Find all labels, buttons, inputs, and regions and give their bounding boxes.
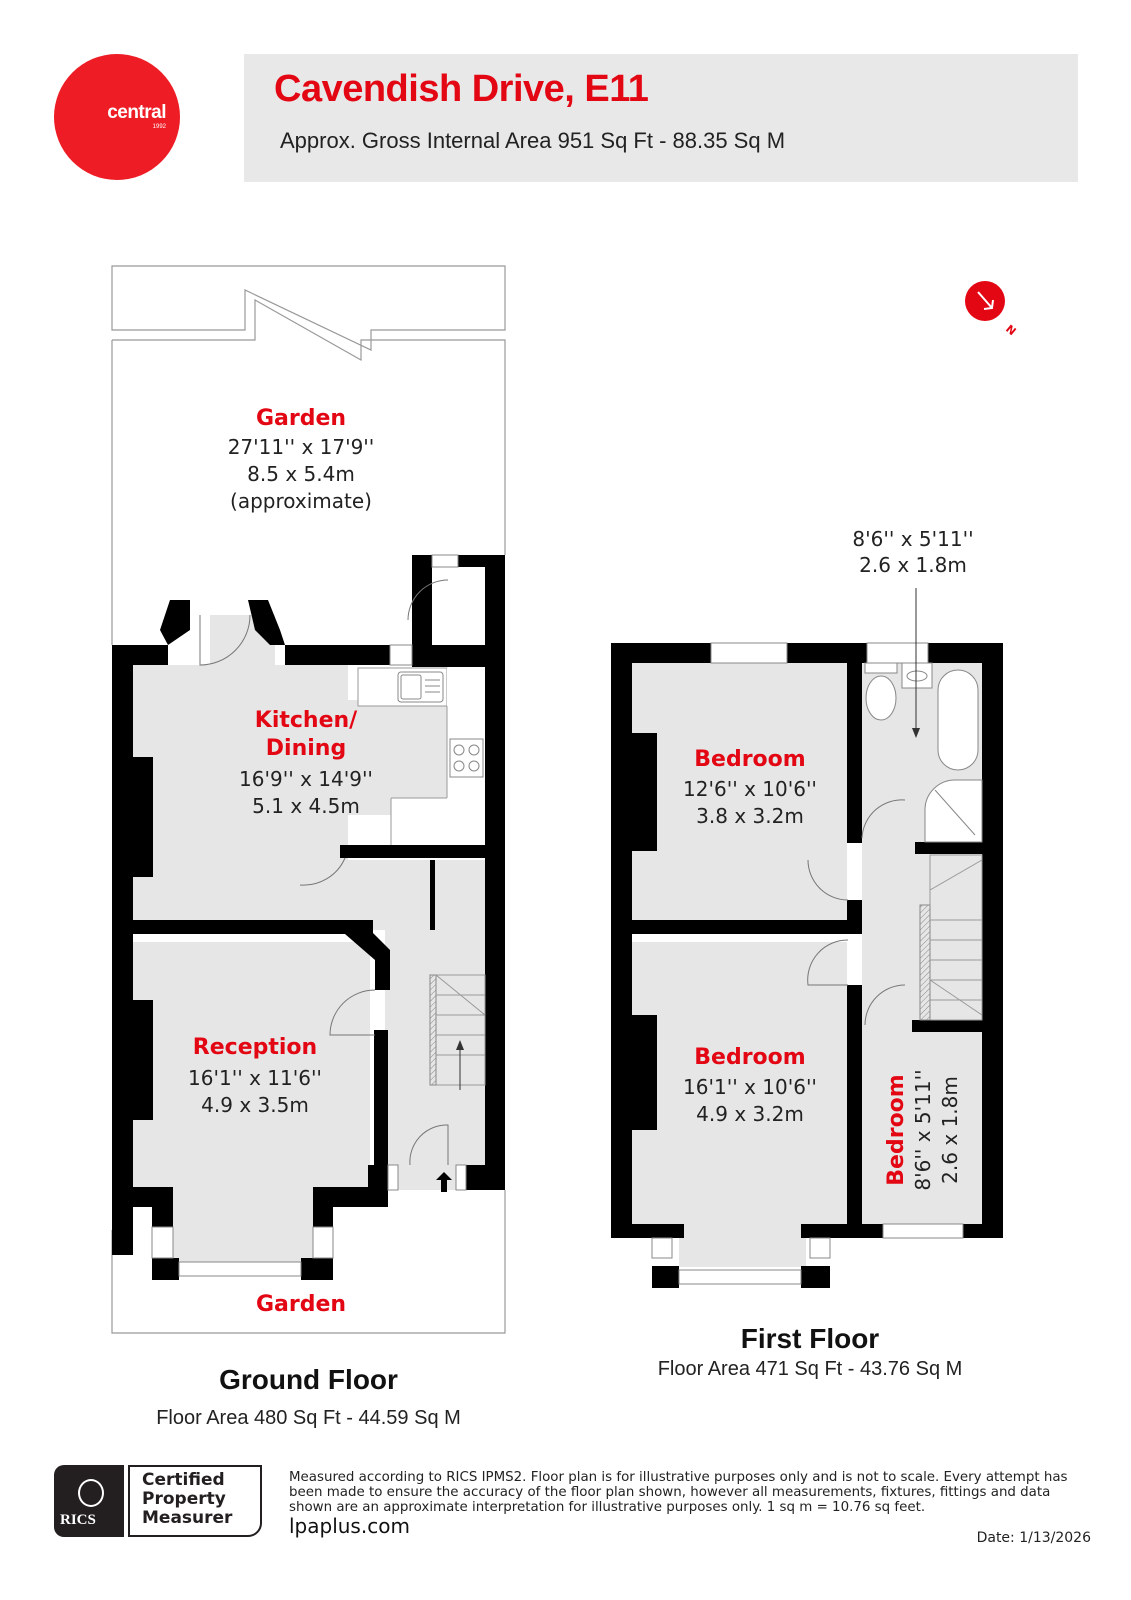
first-floor-plan: 8'6'' x 5'11'' 2.6 x 1.8m Bedroom 12'6''… bbox=[611, 527, 1003, 1288]
first-floor-title: First Floor bbox=[740, 1323, 880, 1354]
room-name-rear-garden: Garden bbox=[256, 406, 346, 431]
rics-logo: RICS bbox=[54, 1465, 124, 1537]
north-arrow-icon: N bbox=[965, 281, 1018, 338]
svg-text:16'1'' x 10'6'': 16'1'' x 10'6'' bbox=[683, 1075, 817, 1099]
logo-text: central bbox=[107, 102, 166, 123]
lion-icon bbox=[78, 1479, 104, 1507]
svg-text:8.5 x 5.4m: 8.5 x 5.4m bbox=[247, 462, 355, 486]
svg-text:3.8 x 3.2m: 3.8 x 3.2m bbox=[696, 804, 804, 828]
svg-text:16'9'' x 14'9'': 16'9'' x 14'9'' bbox=[239, 767, 373, 791]
svg-text:8'6'' x 5'11'': 8'6'' x 5'11'' bbox=[852, 527, 973, 551]
room-name-front-garden: Garden bbox=[256, 1292, 346, 1317]
svg-text:(approximate): (approximate) bbox=[230, 489, 372, 513]
disclaimer-text: Measured according to RICS IPMS2. Floor … bbox=[289, 1470, 1068, 1515]
ground-floor-area: Floor Area 480 Sq Ft - 44.59 Sq M bbox=[156, 1407, 461, 1429]
header-banner: Cavendish Drive, E11 Approx. Gross Inter… bbox=[244, 54, 1078, 182]
gross-area: Approx. Gross Internal Area 951 Sq Ft - … bbox=[280, 128, 786, 153]
room-name-kitchen: Kitchen/ bbox=[255, 708, 358, 733]
svg-text:2.6 x 1.8m: 2.6 x 1.8m bbox=[938, 1076, 962, 1184]
room-name-bedroom-small: Bedroom bbox=[884, 1074, 909, 1185]
website-link[interactable]: lpaplus.com bbox=[289, 1514, 410, 1538]
certified-measurer-box: Certified Property Measurer bbox=[128, 1465, 262, 1537]
svg-text:Dining: Dining bbox=[266, 736, 346, 761]
room-name-bedroom-front: Bedroom bbox=[694, 1045, 805, 1070]
svg-text:12'6'' x 10'6'': 12'6'' x 10'6'' bbox=[683, 777, 817, 801]
rics-badge: RICS Certified Property Measurer bbox=[54, 1465, 264, 1537]
svg-text:5.1 x 4.5m: 5.1 x 4.5m bbox=[252, 794, 360, 818]
room-name-bedroom-rear: Bedroom bbox=[694, 747, 805, 772]
svg-text:2.6 x 1.8m: 2.6 x 1.8m bbox=[859, 553, 967, 577]
svg-text:4.9 x 3.5m: 4.9 x 3.5m bbox=[201, 1093, 309, 1117]
property-title: Cavendish Drive, E11 bbox=[274, 68, 649, 110]
entrance-arrow-icon bbox=[436, 1172, 452, 1192]
logo-year: 1992 bbox=[152, 124, 166, 130]
plan-date: Date: 1/13/2026 bbox=[976, 1530, 1091, 1546]
svg-text:4.9 x 3.2m: 4.9 x 3.2m bbox=[696, 1102, 804, 1126]
ground-floor-title: Ground Floor bbox=[219, 1364, 398, 1395]
room-name-reception: Reception bbox=[193, 1035, 317, 1060]
central-logo: central 1992 bbox=[54, 54, 180, 180]
svg-text:16'1'' x 11'6'': 16'1'' x 11'6'' bbox=[188, 1066, 322, 1090]
svg-text:27'11'' x 17'9'': 27'11'' x 17'9'' bbox=[228, 435, 375, 459]
svg-text:8'6'' x 5'11'': 8'6'' x 5'11'' bbox=[911, 1069, 935, 1190]
ground-floor-plan: Garden 27'11'' x 17'9'' 8.5 x 5.4m (appr… bbox=[111, 265, 506, 1334]
svg-text:N: N bbox=[1003, 322, 1018, 338]
first-floor-area: Floor Area 471 Sq Ft - 43.76 Sq M bbox=[657, 1358, 963, 1380]
